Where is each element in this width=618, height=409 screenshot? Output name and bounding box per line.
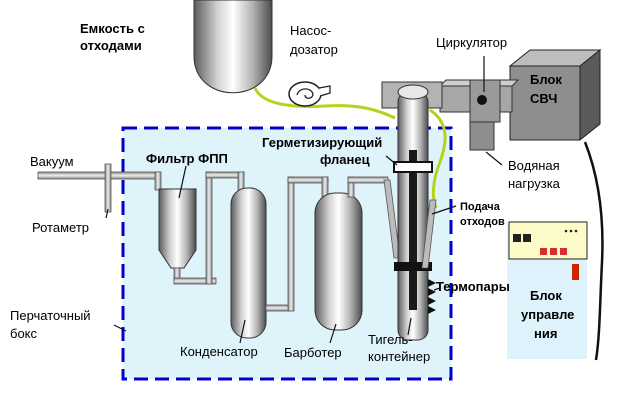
rotameter xyxy=(104,163,112,213)
crucible-band xyxy=(394,262,432,271)
label-condenser: Конденсатор xyxy=(180,344,258,359)
label-sealing-flange: Герметизирующий xyxy=(262,135,382,150)
label-filter: Фильтр ФПП xyxy=(146,151,228,166)
panel-indicator-4 xyxy=(550,248,557,255)
crucible-inner-tube xyxy=(409,150,417,310)
leader-feed xyxy=(431,205,457,215)
microwave-block-side xyxy=(579,48,601,142)
pipe-bubbler-crucible xyxy=(347,176,389,184)
leader-flange xyxy=(385,155,398,166)
label-microwave-unit: СВЧ xyxy=(530,91,557,106)
sealing-flange xyxy=(393,161,433,173)
leader-rotameter xyxy=(105,208,109,219)
thermocouple-icon xyxy=(428,306,436,314)
label-control-unit: Блок xyxy=(530,288,562,303)
label-rotameter: Ротаметр xyxy=(32,220,89,235)
filter-fpp xyxy=(158,188,197,269)
pipe-filter-condenser xyxy=(173,277,217,285)
thermocouple-icon xyxy=(428,288,436,296)
label-water-load: нагрузка xyxy=(508,176,561,191)
panel-indicator-1 xyxy=(513,234,521,242)
pipe-vacuum-filter xyxy=(154,171,162,191)
leader-glovebox xyxy=(113,324,127,332)
control-panel xyxy=(508,221,588,260)
circulator-core xyxy=(477,95,487,105)
bubbler xyxy=(314,192,363,331)
thermocouple-icon xyxy=(428,297,436,305)
label-feed: Подача xyxy=(460,201,501,213)
label-crucible: Тигель- xyxy=(368,332,413,347)
panel-dot xyxy=(564,229,568,233)
panel-indicator-2 xyxy=(523,234,531,242)
label-glovebox: Перчаточный xyxy=(10,308,91,323)
label-circulator: Циркулятор xyxy=(436,35,507,50)
label-feed: отходов xyxy=(460,216,505,228)
label-waste-container: отходами xyxy=(80,38,142,53)
label-control-unit: ния xyxy=(534,326,557,341)
label-control-unit: управле xyxy=(521,307,574,322)
label-pump: Насос- xyxy=(290,23,331,38)
label-microwave-unit: Блок xyxy=(530,72,562,87)
thermocouple-icon xyxy=(428,279,436,287)
panel-indicator-5 xyxy=(560,248,567,255)
waste-feed-line xyxy=(253,87,447,209)
label-vacuum: Вакуум xyxy=(30,154,74,169)
label-thermocouples: Термопары xyxy=(436,279,510,294)
leader-condenser xyxy=(239,319,246,344)
pump-icon xyxy=(288,81,322,107)
leader-filter xyxy=(178,165,187,199)
pipe-bubbler-in xyxy=(321,176,329,198)
pipe-condenser-out xyxy=(265,304,291,312)
waste-container xyxy=(193,0,273,94)
panel-dot xyxy=(574,229,578,233)
label-bubbler: Барботер xyxy=(284,345,342,360)
leader-bubbler xyxy=(329,323,337,344)
pump-swirl xyxy=(296,88,314,99)
control-red-indicator xyxy=(572,264,579,280)
label-water-load: Водяная xyxy=(508,158,560,173)
label-pump: дозатор xyxy=(290,42,338,57)
label-waste-container: Емкость с xyxy=(80,21,145,36)
label-glovebox: бокс xyxy=(10,326,38,341)
leader-crucible xyxy=(407,317,412,336)
leader-water-load xyxy=(485,151,503,166)
panel-dot xyxy=(569,229,573,233)
condenser xyxy=(230,187,267,339)
pipe-filter-up xyxy=(205,171,213,285)
leader-thermocouples xyxy=(433,287,441,291)
label-sealing-flange: фланец xyxy=(320,152,370,167)
microwave-block-front xyxy=(509,65,581,141)
control-cable xyxy=(583,141,604,361)
panel-indicator-3 xyxy=(540,248,547,255)
pipe-condenser-bubbler-up xyxy=(287,176,295,312)
vacuum-pipe xyxy=(37,171,161,180)
label-crucible: контейнер xyxy=(368,349,430,364)
waste-feed-pipe xyxy=(421,199,437,269)
pump-outlet xyxy=(318,85,331,97)
crucible-top xyxy=(397,84,429,100)
